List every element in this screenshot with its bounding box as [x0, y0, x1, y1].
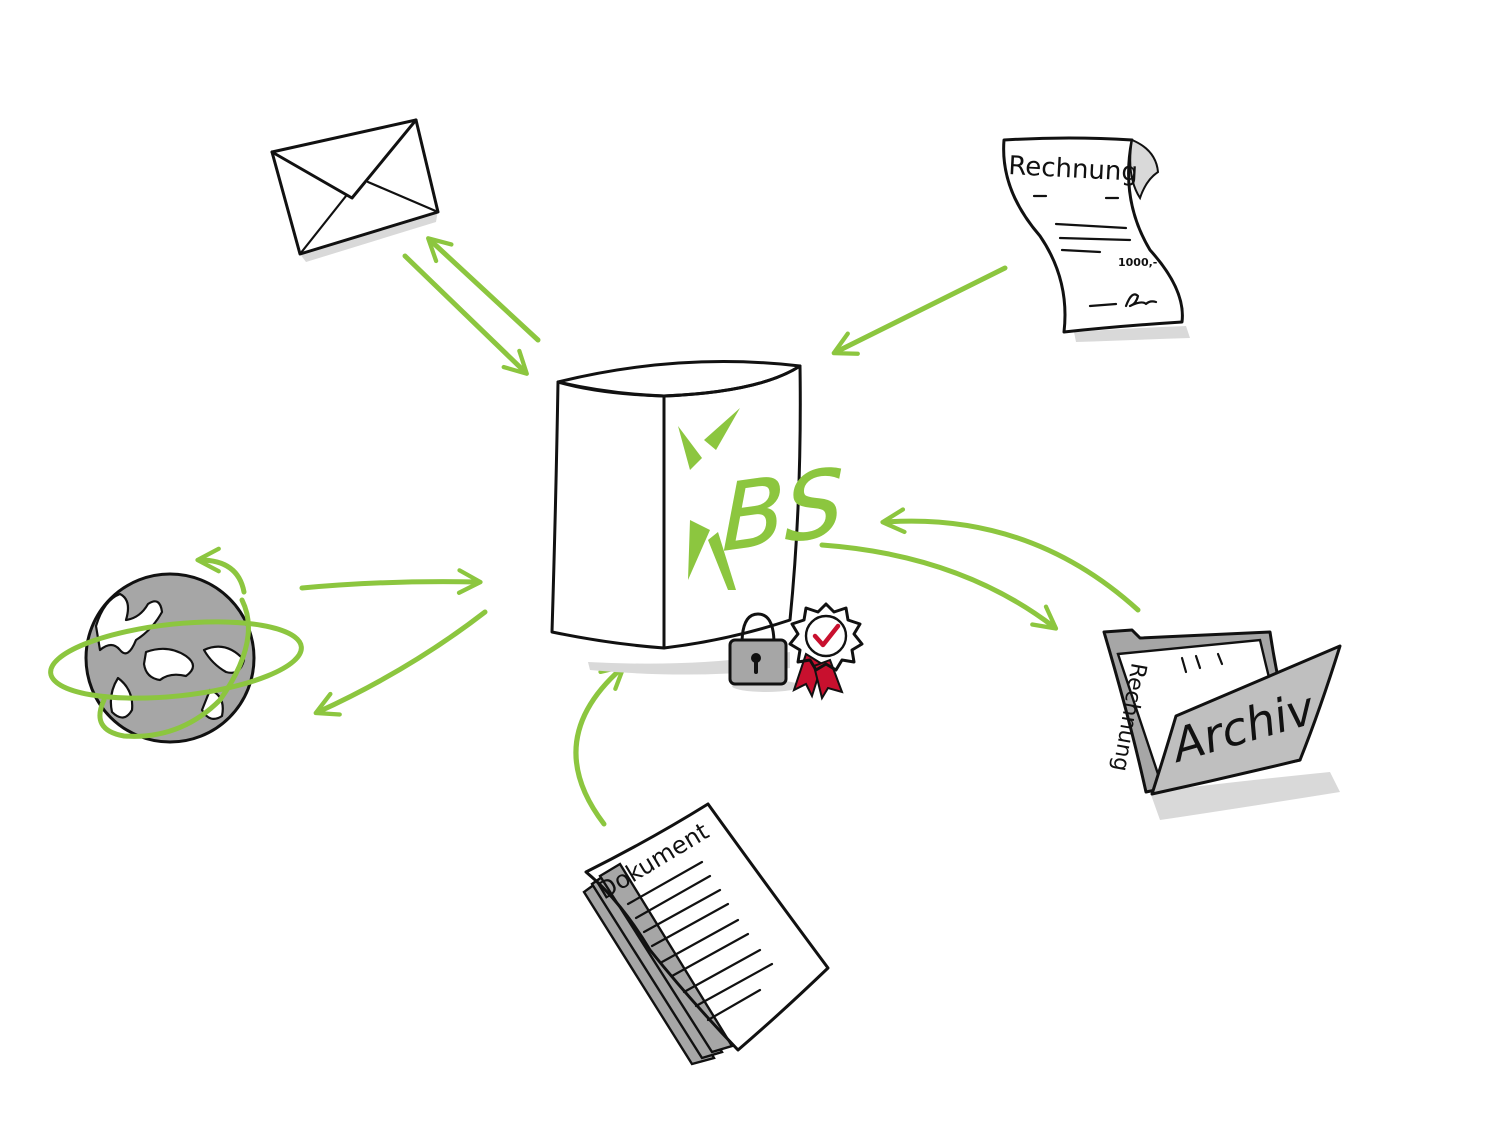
hub-box-front [550, 380, 666, 650]
globe-icon [48, 546, 304, 744]
document-front-page [584, 802, 830, 1052]
hub-box-top [556, 360, 802, 398]
certification-seal-icon [788, 602, 864, 701]
invoice-title: Rechnung [1008, 151, 1139, 188]
padlock-icon [728, 612, 800, 692]
email-envelope-icon [270, 118, 440, 262]
xbs-hub-box: BS [550, 360, 844, 675]
globe-orbit-ring-2 [97, 597, 251, 739]
hub-box-side [662, 364, 802, 650]
arrow-hub-to-mail [426, 236, 541, 343]
arrow-hub-to-archive [819, 542, 1059, 631]
invoice-signature-icon [1088, 293, 1158, 308]
xbs-logo-text: BS [722, 448, 843, 573]
xbs-logo-x-icon [678, 408, 740, 590]
archive-folder-front [1150, 644, 1342, 796]
arrow-globe-to-hub [299, 568, 483, 595]
arrow-document-to-hub [573, 664, 627, 827]
invoice-amount: 1000,- [1118, 256, 1157, 269]
document-stack-icon: Dokument [582, 802, 830, 1066]
arrow-mail-to-hub [402, 253, 529, 376]
arrow-archive-to-hub [880, 507, 1141, 613]
invoice-icon: Rechnung 1000,- [1002, 136, 1190, 342]
document-title: Dokument [593, 817, 714, 905]
globe-orbit-arrow [195, 546, 247, 595]
arrow-invoice-to-hub [831, 265, 1008, 356]
archive-folder-icon: Rechnung Archiv [1102, 628, 1342, 820]
arrows [299, 236, 1141, 827]
arrow-hub-to-globe [313, 609, 488, 717]
globe-orbit-ring-1 [48, 619, 304, 701]
